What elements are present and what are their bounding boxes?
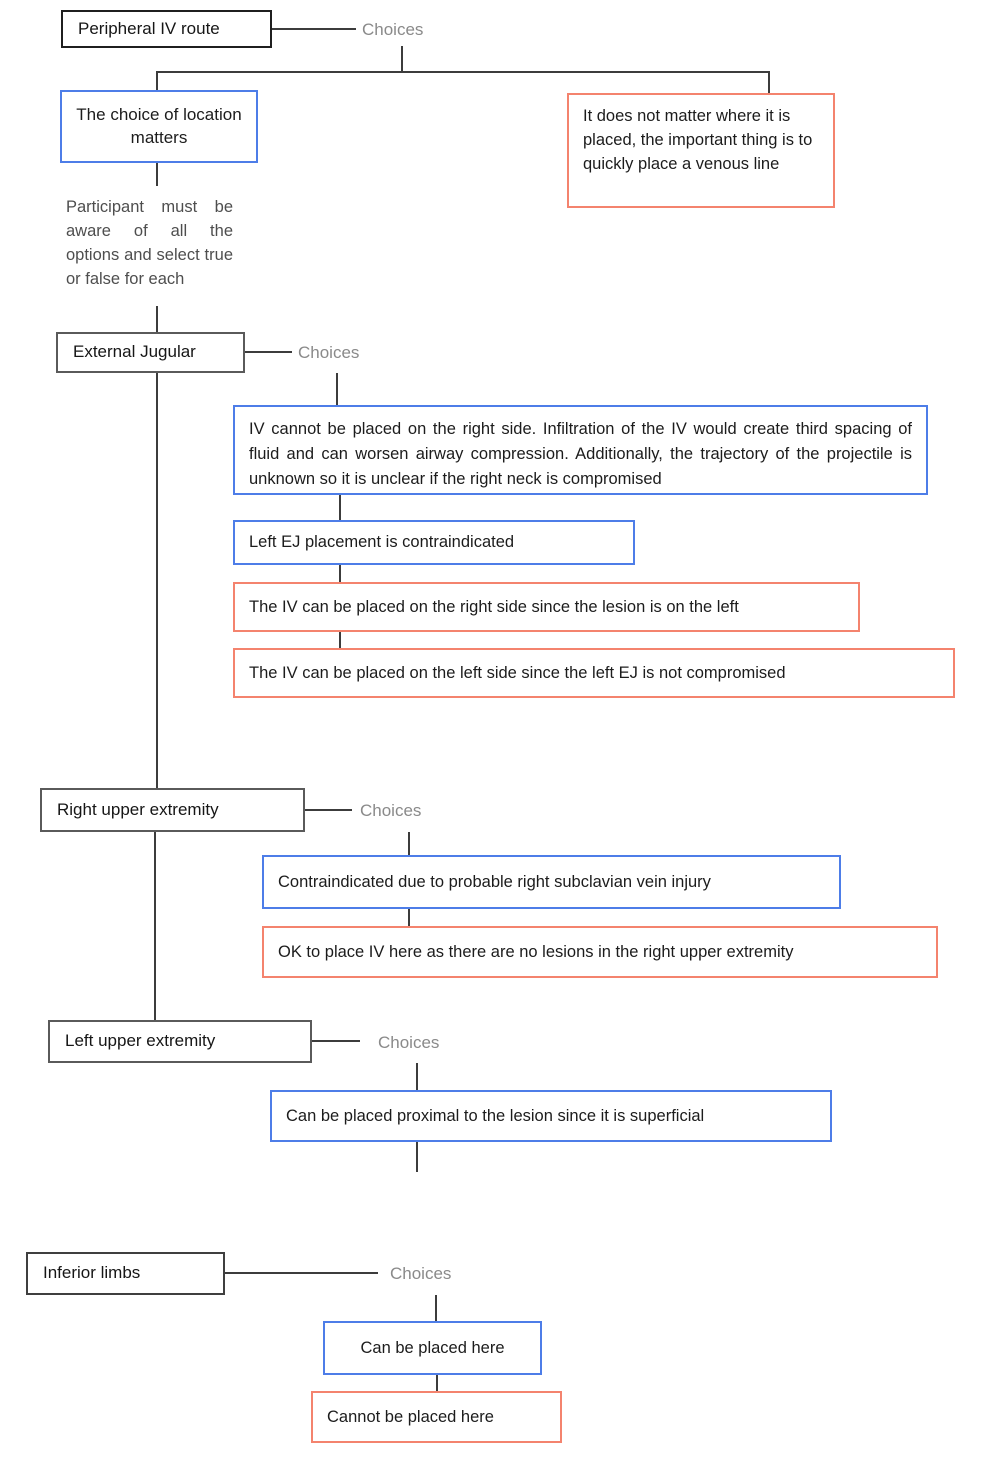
lue-choice-1: Can be placed proximal to the lesion sin… [270,1090,832,1142]
choices-label-root: Choices [362,20,424,39]
choice-text: It does not matter where it is placed, t… [583,107,813,173]
ej-choice-2: Left EJ placement is contraindicated [233,520,635,565]
connector-lue-to-choices [312,1040,360,1042]
connector-rue-to-choices [305,809,352,811]
choice-text: The IV can be placed on the left side si… [249,663,786,682]
connector-infchoices-drop [435,1295,437,1321]
connector-ej-to-choices [245,351,292,353]
node-label: Left upper extremity [65,1031,216,1051]
connector-lue-dangling [416,1142,418,1172]
participant-note: Participant must be aware of all the opt… [66,198,233,288]
connector-ruechoices-drop [408,832,410,855]
connector-branch-right-drop [768,71,770,93]
connector-inf-to-choices [225,1272,378,1274]
connector-note-to-ej [156,306,158,332]
rue-choice-1: Contraindicated due to probable right su… [262,855,841,909]
node-right-upper-extremity: Right upper extremity [40,788,305,832]
connector-ej-c3-c4 [339,632,341,648]
choice-text: The IV can be placed on the right side s… [249,597,739,616]
choices-label-rue: Choices [360,801,422,820]
connector-root-to-choices [272,28,356,30]
rue-choice-2: OK to place IV here as there are no lesi… [262,926,938,978]
connector-ej-to-rue [156,373,158,788]
choice-text: The choice of location matters [76,104,242,147]
ej-choice-4: The IV can be placed on the left side si… [233,648,955,698]
connector-inf-c1-c2 [436,1375,438,1391]
root-false-choice: It does not matter where it is placed, t… [567,93,835,208]
choice-text: Contraindicated due to probable right su… [278,872,711,891]
choice-text: OK to place IV here as there are no lesi… [278,942,794,961]
connector-luechoices-drop [416,1063,418,1090]
connector-ejchoices-drop [336,373,338,405]
connector-branch-left-drop [156,71,158,90]
connector-ej-c2-c3 [339,565,341,582]
ej-choice-3: The IV can be placed on the right side s… [233,582,860,632]
connector-branch-horizontal [156,71,770,73]
connector-ej-c1-c2 [339,495,341,520]
connector-trueboxt-to-note [156,163,158,186]
choices-label-ej: Choices [298,343,360,362]
choice-text: Can be placed proximal to the lesion sin… [286,1106,705,1125]
choice-text: Cannot be placed here [327,1407,494,1426]
node-label: Right upper extremity [57,799,219,819]
node-label: External Jugular [73,342,196,362]
ej-choice-1: IV cannot be placed on the right side. I… [233,405,928,495]
connector-rue-to-lue [154,832,156,1020]
connector-choices-drop [401,46,403,71]
node-peripheral-iv-route: Peripheral IV route [61,10,272,48]
choice-text: IV cannot be placed on the right side. I… [249,420,912,488]
node-left-upper-extremity: Left upper extremity [48,1020,312,1063]
choice-text: Left EJ placement is contraindicated [249,533,515,552]
choice-text: Can be placed here [360,1338,505,1357]
root-true-choice: The choice of location matters [60,90,258,163]
node-inferior-limbs: Inferior limbs [26,1252,225,1295]
choices-label-inf: Choices [390,1264,452,1283]
choices-label-lue: Choices [378,1033,440,1052]
node-external-jugular: External Jugular [56,332,245,373]
inf-choice-1: Can be placed here [323,1321,542,1375]
connector-rue-c1-c2 [408,909,410,926]
inf-choice-2: Cannot be placed here [311,1391,562,1443]
node-label: Inferior limbs [43,1263,141,1283]
node-label: Peripheral IV route [78,18,220,38]
